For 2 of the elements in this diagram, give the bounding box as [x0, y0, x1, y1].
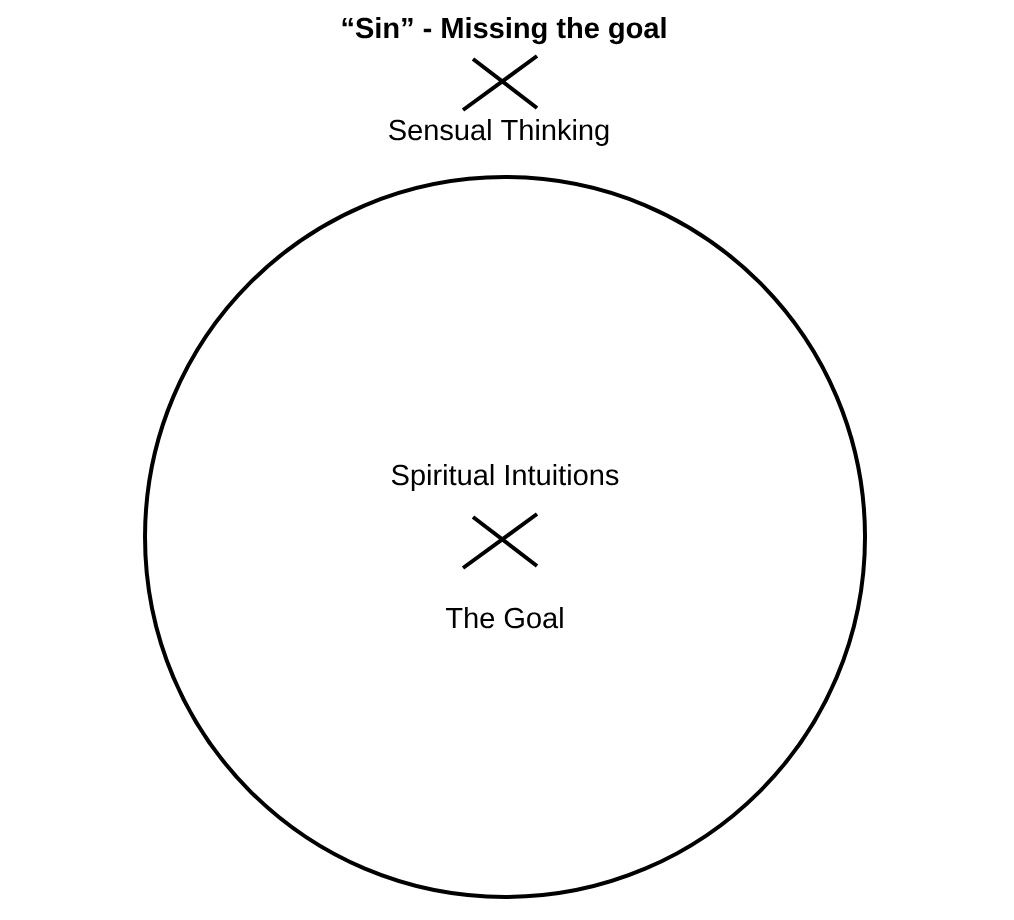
- text-label: Sensual Thinking: [389, 119, 609, 146]
- title: “Sin” - Missing the goal: [342, 17, 666, 45]
